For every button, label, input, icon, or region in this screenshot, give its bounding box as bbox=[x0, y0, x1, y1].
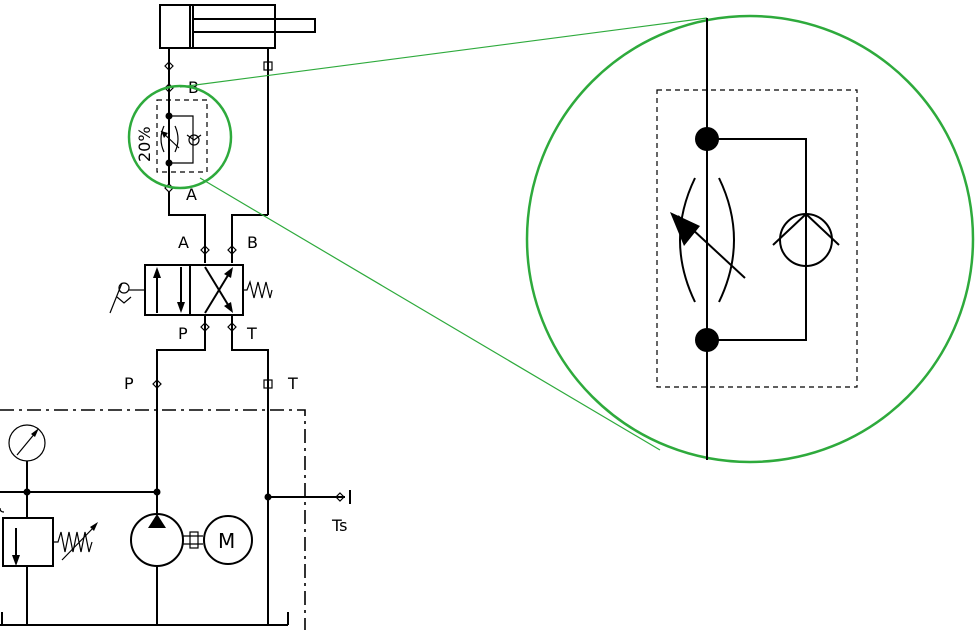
line-valve-b bbox=[231, 214, 268, 263]
zoom-line-top bbox=[179, 17, 708, 88]
label-valve-p: P bbox=[178, 324, 188, 343]
port-marker-t bbox=[263, 379, 273, 389]
label-valve-a: A bbox=[178, 233, 189, 252]
label-supply-p: P bbox=[124, 374, 134, 393]
zoom-highlight-small bbox=[127, 84, 233, 190]
label-supply-t: T bbox=[287, 374, 298, 393]
line-valve-a bbox=[168, 192, 206, 263]
label-flow-percent: 20% bbox=[135, 126, 154, 162]
label-motor: M bbox=[218, 529, 235, 553]
label-valve-b: B bbox=[247, 233, 258, 252]
power-unit: M Ts bbox=[0, 409, 351, 630]
port-marker-p bbox=[152, 379, 162, 389]
hydraulic-cylinder bbox=[159, 4, 316, 49]
label-tank-ts: Ts bbox=[331, 516, 347, 535]
line-tank bbox=[231, 315, 269, 625]
line-pressure bbox=[156, 315, 206, 492]
label-valve-t: T bbox=[246, 324, 257, 343]
port-marker bbox=[164, 61, 273, 71]
zoom-detail bbox=[525, 14, 975, 464]
label-flow-valve-a: A bbox=[186, 185, 197, 204]
directional-control-valve: A B P T bbox=[109, 233, 273, 343]
zoom-line-bottom bbox=[199, 177, 661, 451]
